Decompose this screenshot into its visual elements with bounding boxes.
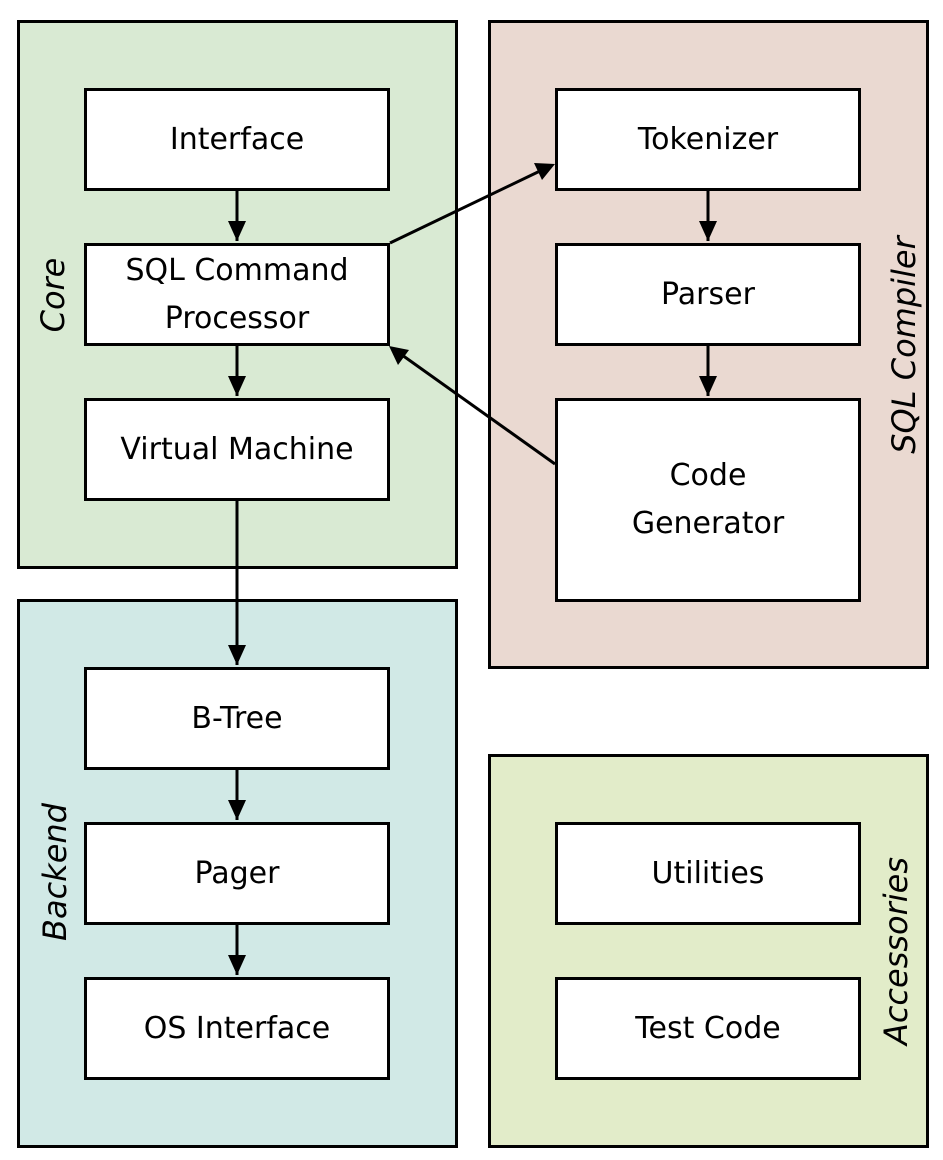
parser-label: Parser bbox=[661, 276, 755, 312]
accessories-group bbox=[488, 754, 929, 1148]
sql-command-processor-label-line2: Processor bbox=[164, 300, 310, 336]
interface-node: Interface bbox=[84, 88, 390, 191]
code-generator-label-line1: Code bbox=[669, 458, 747, 493]
b-tree-node: B-Tree bbox=[84, 667, 390, 770]
os-interface-label: OS Interface bbox=[143, 1010, 331, 1046]
parser-node: Parser bbox=[555, 243, 861, 346]
code-generator-node: Code Generator bbox=[555, 398, 861, 602]
tokenizer-label: Tokenizer bbox=[637, 121, 779, 157]
sql-command-processor-node: SQL Command Processor bbox=[84, 243, 390, 346]
test-code-label: Test Code bbox=[635, 1010, 781, 1046]
test-code-node: Test Code bbox=[555, 977, 861, 1080]
accessories-group-label: Accessories bbox=[877, 856, 915, 1046]
backend-group-label: Backend bbox=[36, 803, 74, 941]
tokenizer-node: Tokenizer bbox=[555, 88, 861, 191]
utilities-label: Utilities bbox=[651, 855, 765, 891]
sql-command-processor-label-line1: SQL Command bbox=[125, 252, 349, 288]
utilities-node: Utilities bbox=[555, 822, 861, 925]
sql-compiler-group-label: SQL Compiler bbox=[885, 236, 923, 454]
virtual-machine-label: Virtual Machine bbox=[120, 431, 354, 467]
code-generator-label-line2: Generator bbox=[631, 506, 785, 541]
os-interface-node: OS Interface bbox=[84, 977, 390, 1080]
core-group-label: Core bbox=[34, 257, 72, 333]
interface-label: Interface bbox=[169, 121, 305, 157]
pager-node: Pager bbox=[84, 822, 390, 925]
virtual-machine-node: Virtual Machine bbox=[84, 398, 390, 501]
pager-label: Pager bbox=[194, 855, 280, 891]
b-tree-label: B-Tree bbox=[191, 700, 283, 736]
